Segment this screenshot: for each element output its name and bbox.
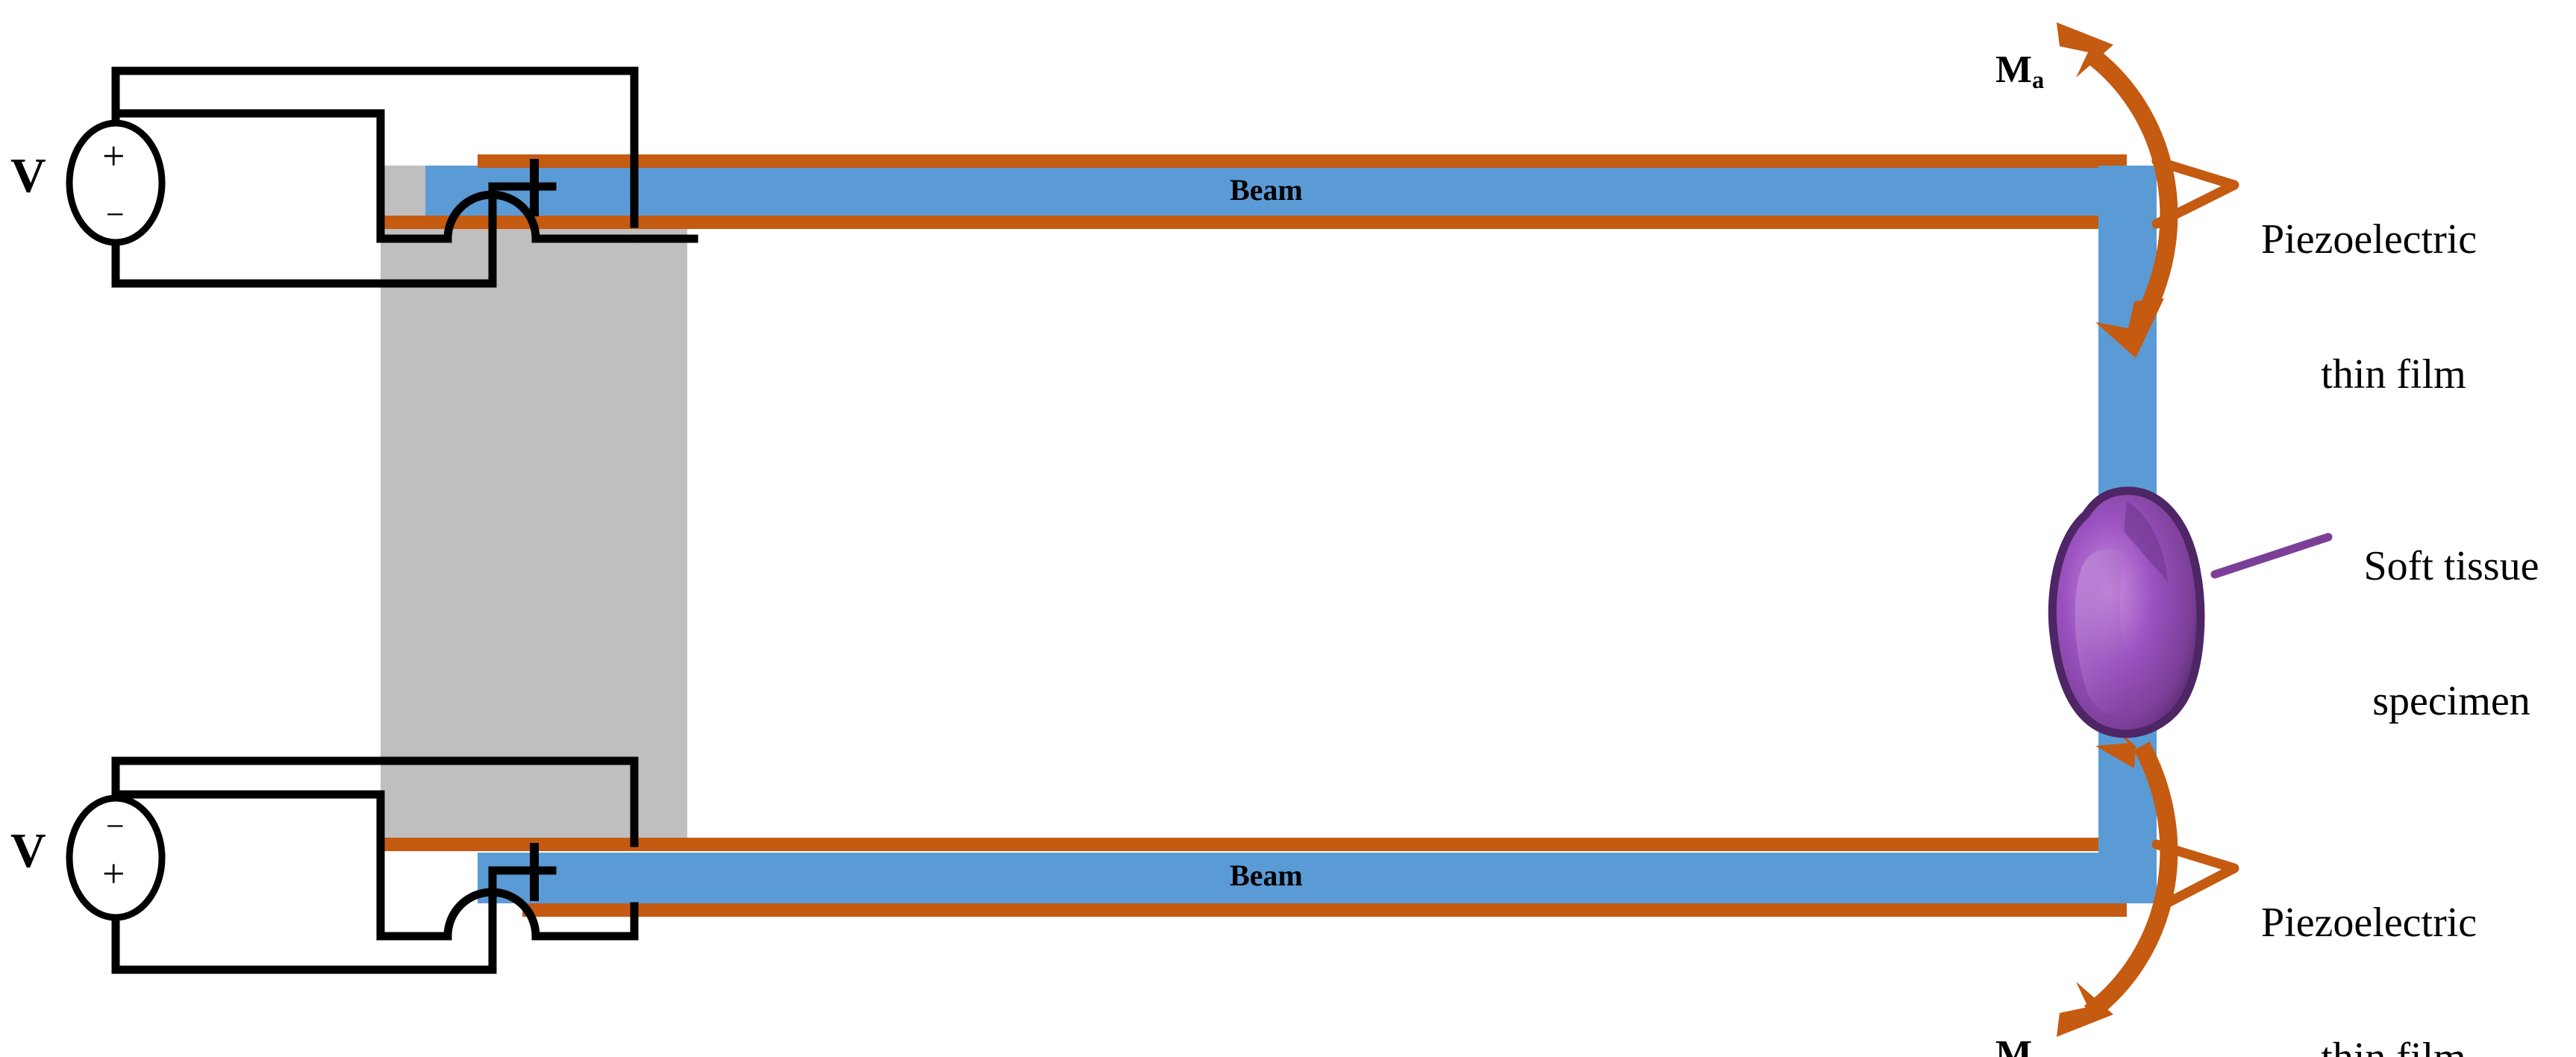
- top-voltage-source-symbol[interactable]: [66, 119, 166, 246]
- bottom-source-minus-sign: −: [106, 808, 125, 844]
- top-circuit-wires: [111, 66, 698, 288]
- top-piezo-callout-bracket: [2151, 156, 2239, 229]
- top-electrode-stub: [530, 159, 539, 216]
- top-moment-subscript: a: [2032, 66, 2045, 94]
- specimen-leader-line: [2210, 533, 2333, 579]
- top-moment-arrow-head-start: [2057, 22, 2113, 78]
- top-moment-symbol: M: [1995, 48, 2033, 92]
- top-piezo-callout-line2: thin film: [2321, 351, 2466, 398]
- top-moment-arc: [2083, 46, 2178, 325]
- top-moment-arrow-head-end: [2095, 298, 2164, 358]
- bottom-moment-arc: [2083, 741, 2178, 1020]
- top-source-plus-sign: +: [102, 134, 125, 178]
- bottom-voltage-source-symbol[interactable]: [66, 794, 166, 921]
- bottom-piezo-callout: Piezoelectric thin film: [2261, 810, 2560, 1057]
- bottom-moment-arrow-head-end: [2057, 982, 2113, 1037]
- bottom-moment-label: Ma: [1957, 992, 2044, 1057]
- top-voltage-source-label: V: [10, 148, 46, 203]
- bottom-beam-upper-film: [381, 838, 2127, 851]
- specimen-callout: Soft tissue specimen: [2336, 454, 2567, 815]
- bottom-beam-lower-film: [522, 903, 2127, 917]
- top-piezo-callout: Piezoelectric thin film: [2261, 127, 2560, 488]
- top-beam-upper-film: [478, 154, 2127, 168]
- top-piezo-callout-line1: Piezoelectric: [2261, 216, 2477, 263]
- bottom-beam: [522, 853, 2127, 903]
- top-beam-label: Beam: [1230, 173, 1303, 207]
- top-beam-lower-film: [381, 216, 2127, 229]
- specimen-callout-line2: specimen: [2372, 678, 2530, 725]
- bottom-moment-symbol: M: [1995, 1033, 2033, 1057]
- bottom-beam-label: Beam: [1230, 859, 1303, 892]
- top-wire-crossing-hop: [443, 190, 540, 239]
- soft-tissue-specimen: [2048, 486, 2205, 738]
- bottom-piezo-callout-line1: Piezoelectric: [2261, 899, 2477, 946]
- bottom-piezo-callout-line2: thin film: [2261, 1035, 2526, 1057]
- bottom-voltage-source-label: V: [10, 824, 46, 878]
- fixture-block: [381, 166, 687, 850]
- bottom-wire-crossing-hop: [443, 888, 540, 937]
- bottom-electrode-stub: [530, 843, 539, 901]
- bottom-moment-subscript: a: [2032, 1051, 2044, 1057]
- top-source-minus-sign: −: [106, 196, 125, 233]
- top-beam: [478, 166, 2127, 218]
- bottom-source-plus-sign: +: [102, 851, 125, 896]
- bottom-moment-arrow-head-start: [2095, 712, 2136, 768]
- specimen-callout-line1: Soft tissue: [2363, 542, 2539, 589]
- top-moment-label: Ma: [1957, 7, 2044, 135]
- bottom-piezo-callout-bracket: [2151, 839, 2239, 914]
- bottom-circuit-wires: [111, 756, 639, 974]
